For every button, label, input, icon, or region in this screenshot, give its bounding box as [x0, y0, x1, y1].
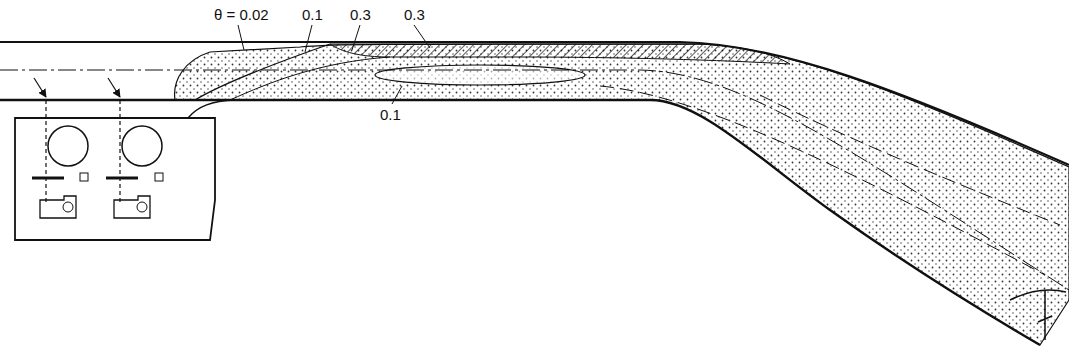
outlet-pipe — [188, 100, 235, 118]
intake-pipe — [46, 100, 120, 205]
power-plant-outline — [15, 118, 215, 240]
small-square — [80, 173, 88, 181]
contour-value-label: 0.1 — [300, 6, 325, 23]
pump-symbol — [63, 202, 73, 212]
weir-structure — [1010, 290, 1066, 340]
leader-line — [392, 86, 402, 104]
crossbar — [32, 177, 64, 180]
contour-line — [230, 57, 390, 100]
contour-value-label: 0.3 — [402, 6, 427, 23]
plume-region — [175, 44, 1069, 345]
plume-axis — [760, 95, 1060, 225]
contour-line — [195, 44, 330, 100]
river-bank — [0, 42, 1069, 165]
contour-value-label: 0.1 — [378, 106, 403, 123]
hatched-band — [330, 44, 790, 64]
leader-line — [414, 25, 430, 48]
centre-line — [0, 70, 1069, 290]
intake-arrow — [34, 78, 46, 97]
leader-line — [305, 25, 312, 52]
condenser-circle — [48, 126, 88, 166]
contour-value-label: 0.3 — [348, 6, 373, 23]
condenser-circle — [122, 126, 162, 166]
leader-line — [352, 25, 360, 50]
plume-axis — [600, 86, 1045, 275]
river-bank — [0, 100, 1040, 345]
contour-value-label: θ = 0.02 — [212, 6, 271, 23]
pump-symbol — [137, 202, 147, 212]
intake-arrow — [108, 78, 120, 97]
small-square — [155, 173, 163, 181]
crossbar — [106, 177, 138, 180]
leader-line — [238, 25, 244, 50]
contour-ellipse — [375, 65, 585, 85]
